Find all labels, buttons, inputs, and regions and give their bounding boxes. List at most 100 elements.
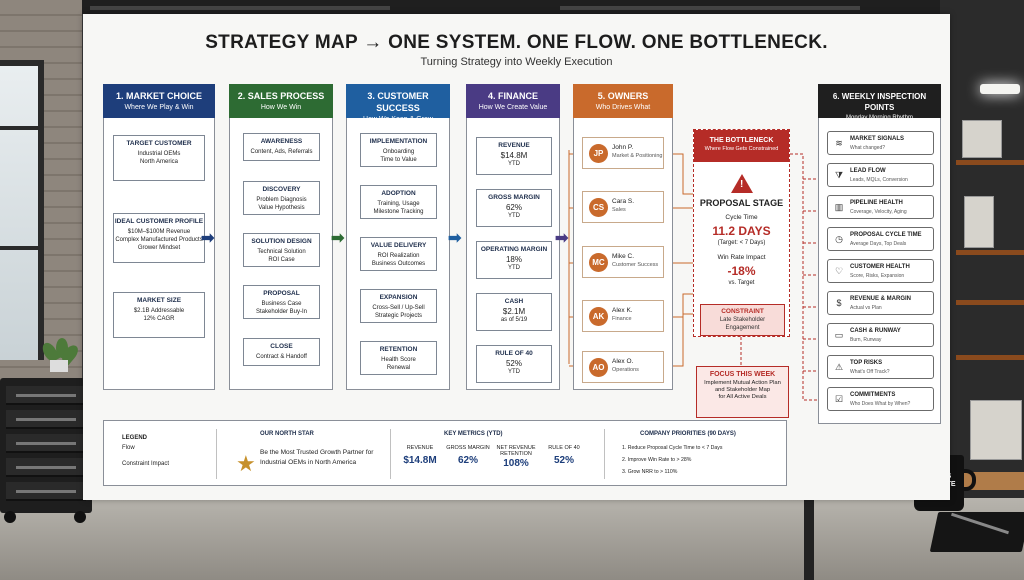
owner-name: Mike C. [612,253,635,260]
inspection-item-title: CASH & RUNWAY [850,328,901,334]
market-card-icp[interactable]: IDEAL CUSTOMER PROFILE $10M–$100M Revenu… [113,213,205,263]
ceiling-beam [560,6,860,10]
cabinet-drawer [6,434,86,453]
avatar: AO [589,358,608,377]
metric-gross-margin: GROSS MARGIN 62% [442,445,494,466]
owner-card[interactable]: AK Alex K. Finance [582,300,664,332]
owner-card[interactable]: MC Mike C. Customer Success [582,246,664,278]
card-line: Training, Usage [377,201,420,207]
mug-handle [962,469,976,491]
sales-card-close[interactable]: CLOSE Contract & Handoff [243,338,320,366]
card-heading: TARGET CUSTOMER [126,140,192,147]
finance-card-cash[interactable]: CASH $2.1M as of 5/19 [476,293,552,331]
card-line: Business Outcomes [371,261,426,267]
inspection-item-title: CUSTOMER HEALTH [850,264,910,270]
finance-card-operating-margin[interactable]: OPERATING MARGIN 18% YTD [476,241,552,279]
finance-card-revenue[interactable]: REVENUE $14.8M YTD [476,137,552,175]
sales-card-proposal[interactable]: PROPOSAL Business Case Stakeholder Buy-I… [243,285,320,319]
success-card-expansion[interactable]: EXPANSION Cross-Sell / Up-Sell Strategic… [360,289,437,323]
metric-value: $14.8M [403,455,437,466]
card-line: Onboarding [382,149,415,155]
focus-line: Implement Mutual Action Plan [704,380,781,386]
card-heading: MARKET SIZE [136,297,182,304]
owner-card[interactable]: AO Alex O. Operations [582,351,664,383]
constraint-box: CONSTRAINT Late Stakeholder Engagement [700,304,785,336]
legend-title: LEGEND [122,435,148,441]
metric-label: REVENUE [406,445,434,451]
plant-pot [50,360,68,372]
owner-card[interactable]: JP John P. Market & Positioning [582,137,664,169]
card-line: ROI Case [268,257,295,263]
warning-icon: ! [731,174,753,193]
owner-card[interactable]: CS Cara S. Sales [582,191,664,223]
sales-card-discovery[interactable]: DISCOVERY Problem Diagnosis Value Hypoth… [243,181,320,215]
shelf-box [970,400,1022,460]
flow-arrow-icon: ➡ [331,230,345,247]
flow-arrow-icon: ➡ [555,230,569,247]
north-star-title: OUR NORTH STAR [260,431,314,437]
column-header: 3. CUSTOMER SUCCESS How We Keep & Grow [346,84,450,123]
win-label: Win Rate Impact [717,254,766,261]
focus-line: and Stakeholder Map [714,387,771,393]
finance-card-gross-margin[interactable]: GROSS MARGIN 62% YTD [476,189,552,227]
card-line: Content, Ads, Referrals [250,149,313,155]
metric-label: NET REVENUE RETENTION [496,445,536,457]
shelf-rack [956,250,1024,255]
focus-this-week[interactable]: FOCUS THIS WEEK Implement Mutual Action … [696,366,789,418]
shelf-rack [956,300,1024,305]
card-line: Industrial OEMs [137,151,181,157]
key-metrics-title: KEY METRICS (YTD) [444,431,503,437]
owner-line [673,293,693,318]
sales-card-awareness[interactable]: AWARENESS Content, Ads, Referrals [243,133,320,161]
ceiling-beam [90,6,390,10]
window-bar [0,246,44,250]
constraint-line: Engagement [725,325,760,331]
success-card-value-delivery[interactable]: VALUE DELIVERY ROI Realization Business … [360,237,437,271]
inspection-item-sub: Burn, Runway [850,337,882,343]
success-card-adoption[interactable]: ADOPTION Training, Usage Milestone Track… [360,185,437,219]
card-line: Strategic Projects [374,313,423,319]
inspection-item-title: PIPELINE HEALTH [850,200,903,206]
card-heading: AWARENESS [260,138,303,145]
priority-item: 2. Improve Win Rate to > 28% [622,457,692,463]
success-card-retention[interactable]: RETENTION Health Score Renewal [360,341,437,375]
cabinet-wheel [4,511,16,523]
column-market-choice: 1. MARKET CHOICE Where We Play & Win TAR… [103,84,215,390]
card-line: North America [139,159,178,165]
card-value: 18% [505,255,522,264]
floor [0,498,1024,580]
signal-icon: ≋ [835,138,843,148]
finance-card-rule-of-40[interactable]: RULE OF 40 52% YTD [476,345,552,383]
owner-role: Operations [612,367,639,373]
funnel-icon: ⧩ [834,170,844,180]
inspection-item-title: LEAD FLOW [850,168,886,174]
market-card-target[interactable]: TARGET CUSTOMER Industrial OEMs North Am… [113,135,205,181]
column-header: 4. FINANCE How We Create Value [466,84,560,118]
avatar: JP [589,144,608,163]
market-card-size[interactable]: MARKET SIZE $2.1B Addressable 12% CAGR [113,292,205,338]
owner-name: Cara S. [612,198,635,205]
shelf-rack [956,355,1024,360]
win-sub: vs. Target [728,280,755,286]
tool-cabinet [0,378,92,523]
flow-arrow-icon: ➡ [448,230,462,247]
card-heading: RULE OF 40 [495,350,533,357]
legend-constraint: Constraint Impact [122,461,170,467]
card-heading: CLOSE [270,343,293,350]
bottleneck-panel[interactable]: THE BOTTLENECK Where Flow Gets Constrain… [693,129,790,337]
card-line: $10M–$100M Revenue [127,229,191,235]
sales-card-solution-design[interactable]: SOLUTION DESIGN Technical Solution ROI C… [243,233,320,267]
column-subtitle: Who Drives What [595,104,651,111]
card-line: YTD [508,265,520,271]
inspection-item-title: COMMITMENTS [850,392,896,398]
success-card-implementation[interactable]: IMPLEMENTATION Onboarding Time to Value [360,133,437,167]
